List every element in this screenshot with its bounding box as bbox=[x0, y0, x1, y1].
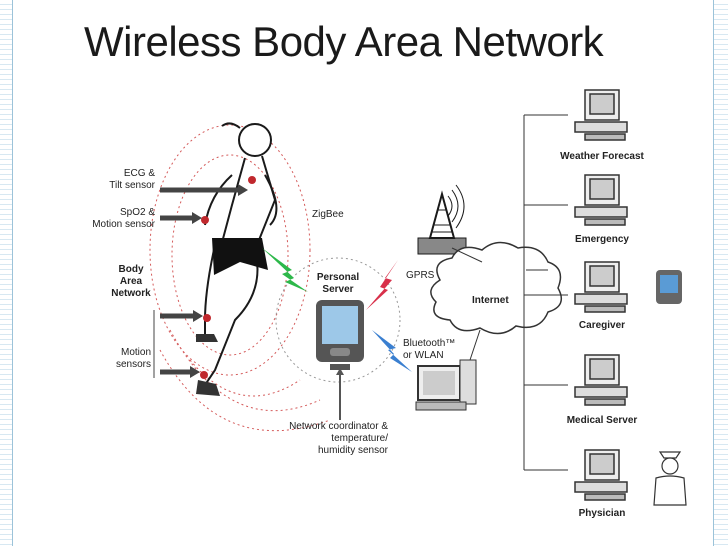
endpoint-label-caregiver: Caregiver bbox=[578, 320, 626, 331]
left-frame-border bbox=[0, 0, 13, 546]
runner-shorts bbox=[212, 238, 268, 275]
physician-figure bbox=[653, 451, 687, 506]
motion-sensors-label: Motion sensors bbox=[115, 347, 151, 370]
gprs-bolt bbox=[366, 260, 398, 310]
sensor-arrows bbox=[160, 187, 238, 375]
runner-shoe-left bbox=[196, 334, 218, 342]
personal-server-device bbox=[316, 300, 364, 420]
endpoint-label-emergency: Emergency bbox=[575, 234, 629, 245]
internet-cloud bbox=[430, 241, 563, 335]
cell-tower bbox=[417, 184, 467, 255]
gprs-label: GPRS bbox=[406, 270, 435, 281]
body-area-network-label: Body Area Network bbox=[111, 264, 151, 299]
ecg-sensor-label: ECG & Tilt sensor bbox=[109, 168, 155, 191]
connection-lines bbox=[451, 114, 568, 471]
computer-caregiver bbox=[574, 261, 628, 313]
runner-figure bbox=[204, 122, 278, 386]
endpoint-label-medical-server: Medical Server bbox=[566, 415, 638, 426]
bluetooth-label: Bluetooth™ or WLAN bbox=[403, 338, 456, 361]
computer-weather bbox=[574, 89, 628, 141]
spo2-sensor-label: SpO2 & Motion sensor bbox=[92, 207, 155, 230]
endpoint-label-physician: Physician bbox=[578, 508, 626, 519]
runner-shoe-right bbox=[196, 380, 220, 396]
bluetooth-bolt bbox=[372, 330, 412, 372]
personal-server-range-circle bbox=[275, 257, 401, 383]
computer-emergency bbox=[574, 174, 628, 226]
computer-medical-server bbox=[574, 354, 628, 406]
endpoint-label-weather: Weather Forecast bbox=[560, 151, 644, 162]
body-area-range-arcs bbox=[149, 124, 331, 432]
page-title: Wireless Body Area Network bbox=[84, 18, 604, 65]
desktop-computer-wlan bbox=[415, 359, 477, 411]
right-frame-border bbox=[713, 0, 728, 546]
sensor-dots bbox=[200, 176, 256, 379]
internet-label: Internet bbox=[472, 295, 509, 306]
computer-physician bbox=[574, 449, 628, 501]
zigbee-label: ZigBee bbox=[312, 209, 344, 220]
personal-server-label: Personal Server bbox=[316, 272, 360, 295]
caregiver-pda bbox=[656, 270, 682, 304]
network-coordinator-label: Network coordinator & temperature/ humid… bbox=[289, 421, 388, 456]
endpoint-computers bbox=[574, 89, 628, 501]
sensor-arrow-heads bbox=[190, 184, 248, 378]
